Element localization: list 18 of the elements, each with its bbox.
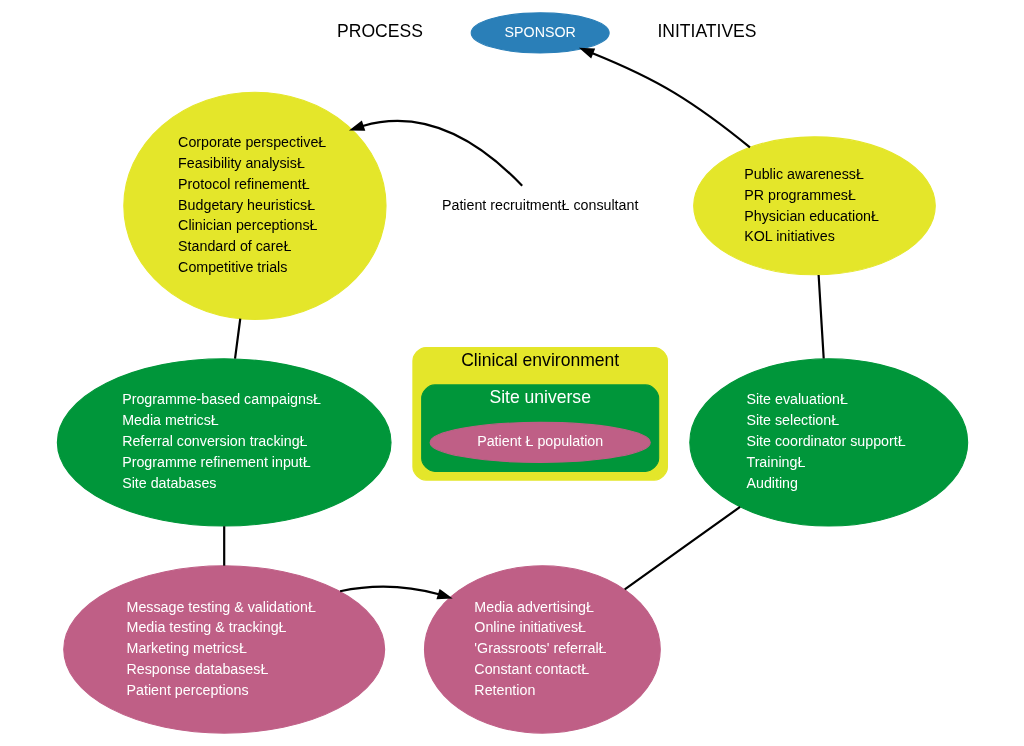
label: INITIATIVES <box>656 21 757 42</box>
label: PROCESS <box>336 21 423 42</box>
node-ellipse: Corporate perspectiveŁ Feasibility analysisŁ Protocol refinementŁ Budgetary heuristicsŁ Clinician perceptionsŁ Standard of careŁ Competitive trials <box>122 91 387 320</box>
node-ellipse: Public awarenessŁ PR programmesŁ Physician educationŁ KOL initiatives <box>692 136 936 276</box>
node-ellipse: Media advertisingŁ Online initiativesŁ 'Grassroots' referralŁ Constant contactŁ Retention <box>423 565 661 734</box>
node-text: Patient recruitmentŁ consultant <box>441 196 638 213</box>
node-ellipse: SPONSOR <box>470 12 610 54</box>
node-ellipse: Site evaluationŁ Site selectionŁ Site coordinator supportŁ TrainingŁ Auditing <box>688 358 968 527</box>
node-ellipse: Message testing & validationŁ Media testing & trackingŁ Marketing metricsŁ Response databasesŁ Patient perceptions <box>62 565 385 734</box>
connector <box>623 506 741 591</box>
connector <box>222 526 225 566</box>
arrow <box>339 585 453 600</box>
node-ellipse: Programme-based campaignsŁ Media metricsŁ Referral conversion trackingŁ Programme refinement inputŁ Site databases <box>56 358 392 527</box>
arrow <box>348 119 523 187</box>
connector <box>233 318 241 359</box>
node-ellipse: Patient Ł population <box>429 421 651 463</box>
arrow <box>578 47 751 149</box>
connector <box>817 274 825 359</box>
